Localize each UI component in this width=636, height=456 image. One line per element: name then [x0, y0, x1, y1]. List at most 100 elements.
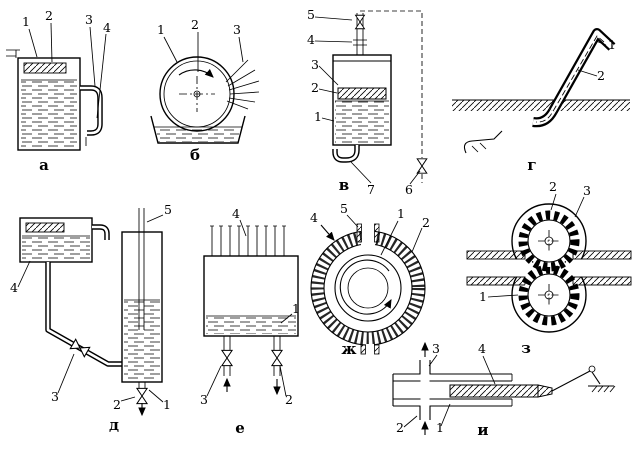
tank-spout: [92, 224, 110, 240]
panel-i-callout-1: 1: [436, 420, 444, 435]
panel-a: 1 2 3 4 а: [6, 8, 111, 174]
panel-g: 1 2 г: [452, 28, 630, 174]
delivery-tube: [80, 85, 103, 146]
cylinder-walls: [392, 373, 512, 407]
panel-d: 4 5 3 2 1 д: [10, 202, 172, 434]
panel-b-leader-lines: [163, 32, 244, 72]
panel-a-callout-3: 3: [85, 12, 93, 27]
panel-z-callout-2: 2: [549, 179, 557, 194]
panel-zh-callout-5: 5: [340, 201, 348, 216]
panel-z-label: з: [521, 339, 531, 357]
panel-b-callout-1: 1: [157, 22, 165, 37]
rotor-inner: [347, 267, 389, 309]
oil-box: [203, 255, 299, 337]
inlet-pipe-wall: [356, 223, 362, 243]
panel-b-callout-2: 2: [191, 17, 199, 32]
right-outlet: [271, 336, 283, 396]
panel-e-leader-lines: [206, 219, 293, 397]
drain-valve-icon: [416, 158, 428, 174]
left-pipe-wall: [466, 250, 526, 260]
panel-e-callout-1: 1: [292, 301, 300, 316]
right-pipe-wall: [572, 250, 632, 260]
panel-v-callout-1: 1: [314, 109, 322, 124]
panel-v-leader-lines: [314, 16, 421, 185]
rotation-arrow: [339, 259, 392, 315]
rotor-outer: [334, 254, 402, 322]
wick-pad: [23, 62, 67, 74]
panel-g-callout-1: 1: [608, 37, 616, 52]
cylinder-liquid: [124, 300, 160, 380]
oil-tank: [17, 57, 81, 151]
panel-zh-callout-4: 4: [310, 210, 318, 225]
bath-liquid: [157, 129, 239, 142]
pipe-coupling: [353, 39, 367, 46]
panel-b-label: б: [190, 146, 200, 164]
ground-hatch: [591, 385, 616, 393]
panel-d-callout-2: 2: [113, 397, 121, 412]
feed-liquid: [22, 236, 90, 260]
panel-i: 3 4 2 1 и: [392, 341, 616, 439]
panel-zh-callout-1: 1: [397, 206, 405, 221]
panel-zh: 4 5 1 2 ж: [310, 201, 430, 358]
panel-i-callout-4: 4: [478, 341, 486, 356]
surface-hatch: [452, 100, 630, 111]
gear-top: [518, 210, 580, 272]
panel-i-leader-lines: [403, 354, 496, 428]
housing-hatch-ring: [311, 231, 425, 345]
panel-d-callout-1: 1: [163, 397, 171, 412]
panel-d-callout-3: 3: [51, 389, 59, 404]
left-outlet: [221, 336, 233, 392]
panel-v-label: в: [339, 176, 349, 194]
panel-a-callout-2: 2: [45, 8, 53, 23]
panel-z-callout-3: 3: [583, 183, 591, 198]
panel-d-callout-4: 4: [10, 280, 18, 295]
lever-link: [551, 370, 591, 392]
panel-v-callout-7: 7: [367, 182, 375, 197]
oil-dish: [150, 115, 246, 144]
feed-wick: [25, 222, 65, 233]
panel-v-callout-2: 2: [311, 80, 319, 95]
panel-d-label: д: [109, 416, 119, 434]
panel-d-callout-5: 5: [164, 202, 172, 217]
panel-v: 5 4 3 2 1 7 6 в: [307, 7, 428, 197]
scoop-tube: [532, 28, 616, 128]
panel-a-label: а: [39, 156, 49, 174]
pivot-pin: [588, 365, 596, 373]
vessel-liquid: [335, 101, 389, 143]
panel-g-leader-lines: [577, 40, 607, 77]
panel-i-callout-2: 2: [396, 420, 404, 435]
panel-v-callout-6: 6: [405, 182, 413, 197]
pickup-trough: [463, 130, 503, 154]
sight-cylinder: [121, 231, 163, 383]
panel-e-label: е: [235, 419, 245, 437]
panel-zh-label: ж: [341, 340, 356, 358]
panel-d-leader-lines: [17, 214, 164, 403]
rotation-arrow: [178, 68, 214, 78]
follower-plate: [337, 87, 387, 100]
feed-tank: [19, 217, 93, 263]
panel-i-label: и: [477, 421, 488, 439]
filler-spout: [6, 49, 20, 58]
panel-v-callout-3: 3: [311, 57, 319, 72]
panel-g-callout-2: 2: [597, 68, 605, 83]
panel-v-callout-5: 5: [307, 7, 315, 22]
panel-e-callout-2: 2: [285, 392, 293, 407]
panel-i-callout-3: 3: [432, 341, 440, 356]
bypass-dashed-line: [360, 10, 423, 183]
panel-b-callout-3: 3: [233, 22, 241, 37]
box-liquid: [206, 316, 296, 334]
panel-z: 2 3 1 з: [466, 179, 632, 357]
bottom-outlet: [136, 382, 148, 417]
panel-e: 4 1 3 2 е: [200, 206, 300, 437]
panel-a-callout-4: 4: [103, 20, 111, 35]
panel-v-callout-4: 4: [307, 32, 315, 47]
feed-needles: [211, 226, 285, 256]
panel-z-callout-1: 1: [479, 289, 487, 304]
panel-a-callout-1: 1: [22, 14, 30, 29]
brush-bristles: [225, 59, 260, 110]
drain-stub: [360, 344, 366, 355]
gear-bottom: [518, 264, 580, 326]
panel-g-label: г: [527, 156, 536, 174]
